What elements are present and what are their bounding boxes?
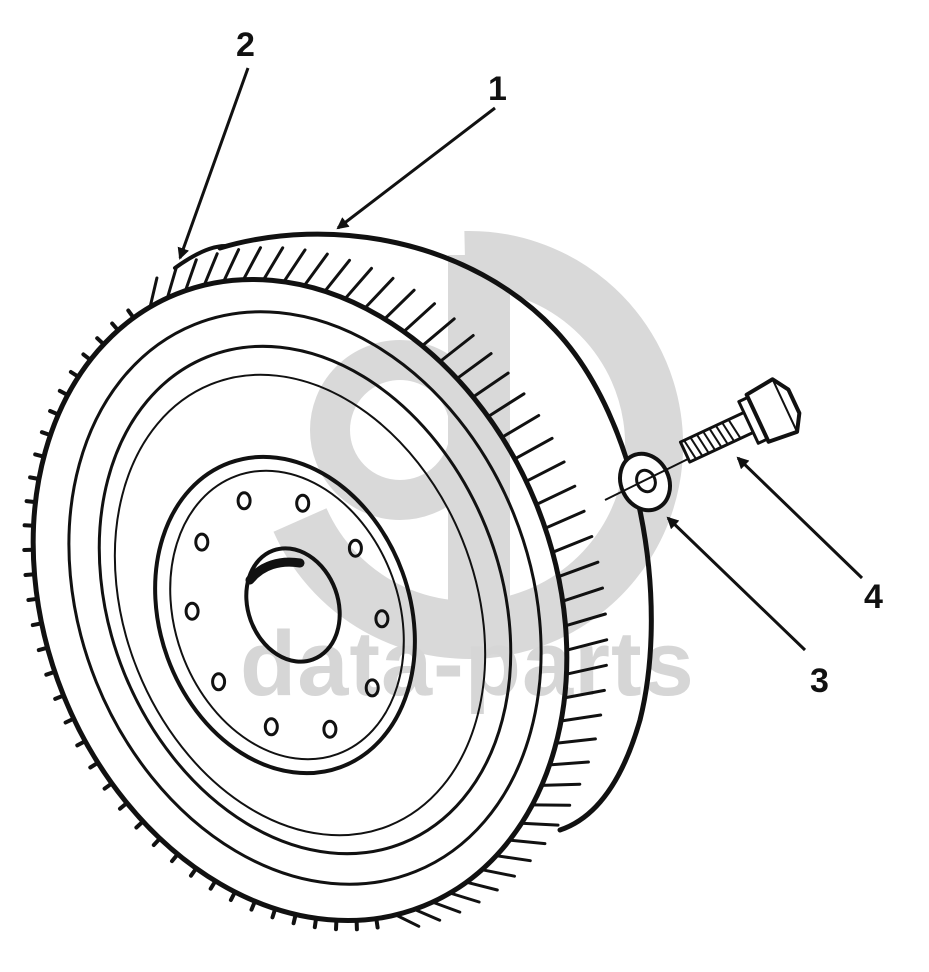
gear-tooth <box>464 880 499 892</box>
hub-bolt-hole <box>374 609 390 629</box>
hub-bolt-hole <box>295 493 311 513</box>
bolt-thread <box>683 439 697 460</box>
gear-tooth <box>343 266 373 301</box>
gear-tooth <box>323 258 351 293</box>
hub-bolt-hole <box>364 678 380 698</box>
gear-tooth <box>184 258 198 293</box>
gear-tooth <box>420 317 456 348</box>
flywheel-face-recess <box>113 373 487 837</box>
callout-3: 3 <box>810 662 829 700</box>
gear-tooth <box>524 460 566 483</box>
gear-tooth <box>508 838 547 846</box>
gear-tooth <box>455 352 493 381</box>
bolt-thread <box>695 433 710 454</box>
gear-tooth <box>241 246 262 282</box>
leader-line-3 <box>666 516 807 652</box>
bolt-thread <box>689 436 704 457</box>
hub-bolt-holes <box>184 491 390 739</box>
gear-tooth <box>500 414 541 439</box>
flywheel-drum-top-edge <box>173 244 227 270</box>
bolt-thread <box>714 425 729 445</box>
gear-tooth <box>438 334 475 363</box>
gear-tooth <box>363 276 395 310</box>
flywheel-front-rim-inner <box>67 310 543 886</box>
gear-tooth <box>165 266 178 300</box>
hub-bolt-hole <box>347 538 363 558</box>
washer-outer <box>618 451 672 513</box>
bolt-thread <box>702 430 716 451</box>
washer <box>618 451 672 513</box>
flywheel <box>22 231 654 932</box>
gear-tooth <box>559 713 603 723</box>
gear-tooth <box>494 854 532 863</box>
gear-tooth <box>548 760 590 767</box>
ring-gear-teeth <box>22 246 609 932</box>
gear-tooth <box>480 868 516 878</box>
gear-tooth <box>202 252 219 287</box>
gear-tooth <box>471 371 510 399</box>
gear-tooth <box>551 535 594 554</box>
gear-tooth <box>402 302 436 334</box>
gear-tooth <box>431 900 462 914</box>
gear-tooth <box>534 484 577 506</box>
hub-bolt-hole <box>194 532 210 552</box>
bolt-thread <box>708 428 723 448</box>
bolt-head-facet <box>771 378 798 433</box>
bolt-threads <box>683 419 742 460</box>
bolt-thread <box>721 422 736 442</box>
hub-bolt-hole <box>263 717 279 737</box>
gear-tooth <box>556 560 600 579</box>
gear-tooth <box>222 248 241 283</box>
gear-tooth <box>448 891 481 904</box>
callout-4: 4 <box>864 578 883 616</box>
leader-line-2 <box>177 67 250 260</box>
gear-tooth <box>563 688 606 700</box>
assembly-center-line <box>604 457 691 501</box>
gear-tooth <box>513 436 554 461</box>
watermark-logo <box>273 230 684 659</box>
gear-tooth <box>561 586 604 603</box>
hub-bolt-hole <box>211 672 227 692</box>
gear-tooth <box>520 821 560 827</box>
watermark-logo-ring <box>273 230 684 659</box>
callout-1: 1 <box>488 70 507 108</box>
callout-2: 2 <box>236 26 255 64</box>
gear-tooth <box>565 638 609 652</box>
gear-tooth <box>383 288 416 321</box>
gear-tooth <box>486 392 526 419</box>
flywheel-drum-back-edge <box>217 231 654 833</box>
gear-tooth <box>564 663 608 676</box>
leader-line-1 <box>336 106 496 230</box>
watermark-text: data-parts <box>240 613 695 715</box>
hub-bolt-hole <box>236 491 252 511</box>
flywheel-center-bore <box>244 546 342 664</box>
watermark-logo-dot <box>310 340 490 520</box>
flywheel-bore-shadow <box>245 557 305 585</box>
gear-tooth <box>543 509 586 530</box>
flywheel-hub-inner <box>169 469 405 761</box>
leader-lines <box>177 67 864 652</box>
flywheel-front-outer-rim <box>30 276 570 924</box>
hub-bolt-hole <box>322 719 338 739</box>
hub-bolt-hole <box>184 601 200 621</box>
bolt-shank <box>678 410 757 464</box>
bolt-thread <box>727 419 742 439</box>
gear-tooth <box>282 248 307 284</box>
gear-tooth <box>413 907 442 922</box>
flywheel-hub-outer <box>153 454 417 776</box>
gear-tooth <box>554 737 597 745</box>
leader-line-4 <box>736 456 864 580</box>
bolt <box>678 377 802 464</box>
gear-tooth <box>564 612 607 628</box>
gear-tooth <box>540 782 582 787</box>
gear-tooth <box>394 913 421 928</box>
gear-tooth <box>262 246 285 282</box>
gear-tooth <box>148 276 159 309</box>
flywheel-face-step <box>97 344 513 856</box>
gear-tooth <box>302 252 329 288</box>
